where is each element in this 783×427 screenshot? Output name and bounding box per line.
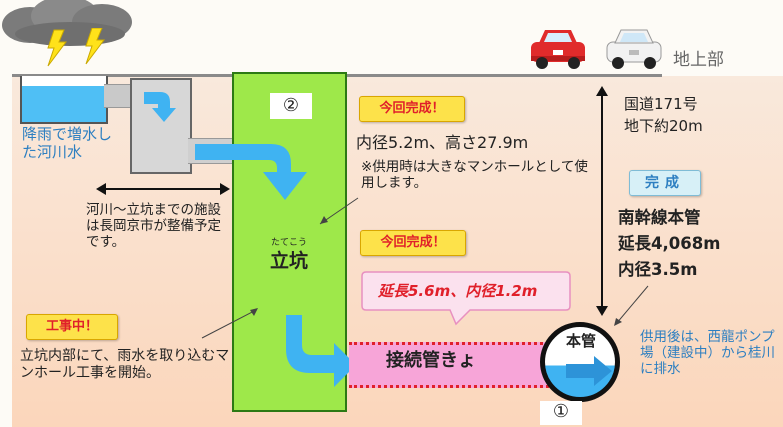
facility-note: 河川～立坑までの施設は長岡京市が整備予定です。	[86, 202, 221, 250]
main-pipe-label: 本管	[566, 332, 597, 350]
facility-span-arrow	[96, 183, 230, 195]
flow-arrow-icon	[195, 144, 307, 200]
pipe-dimensions: 延長5.6m、内径1.2m	[378, 282, 538, 300]
connecting-pipe	[349, 342, 549, 388]
construction-note: 立坑内部にて、雨水を取り込むマンホール工事を開始。	[20, 348, 230, 381]
done-tag: 完成	[629, 170, 701, 196]
main-pipe	[540, 322, 620, 402]
shaft-dimensions: 内径5.2m、高さ27.9m	[356, 133, 529, 152]
lightning-icon	[47, 28, 105, 67]
shaft-number: ②	[270, 93, 312, 119]
pipe-callout-bubble	[361, 271, 571, 326]
pointer-line	[614, 285, 649, 326]
construction-tag: 工事中！	[26, 314, 118, 340]
main-pipe-number: ①	[540, 401, 582, 425]
pointer-line	[201, 308, 258, 339]
flow-arrow-icon	[286, 315, 356, 387]
trunk-length: 延長4,068m	[618, 234, 721, 253]
inflow-pipe	[104, 84, 130, 108]
shaft-ruby: たてこう	[271, 238, 308, 248]
shaft-usage-note: ※供用時は大きなマンホールとして使用します。	[361, 159, 588, 191]
red-car-icon	[531, 30, 585, 69]
depth-arrow	[596, 86, 608, 316]
white-car-icon	[606, 29, 662, 69]
drain-note: 供用後は、西龍ポンプ場（建設中）から桂川に排水	[640, 329, 775, 377]
road-label: 国道171号	[624, 95, 698, 113]
river-tank	[20, 76, 108, 124]
connecting-pipe-label: 接続管きょ	[386, 350, 476, 371]
trunk-diameter: 内径3.5m	[618, 260, 698, 279]
rainwater-label: 降雨で増水した河川水	[22, 125, 113, 161]
trunk-title: 南幹線本管	[618, 208, 701, 227]
completed-tag-pipe: 今回完成！	[360, 230, 466, 256]
shaft-label: 立坑	[270, 250, 309, 272]
flow-arrow-icon	[144, 92, 176, 122]
drain-arrow-icon	[566, 356, 612, 386]
completed-tag-shaft: 今回完成！	[359, 96, 465, 122]
depth-label: 地下約20m	[624, 117, 703, 135]
ground-section-label: 地上部	[673, 50, 724, 70]
pointer-line	[319, 197, 359, 225]
